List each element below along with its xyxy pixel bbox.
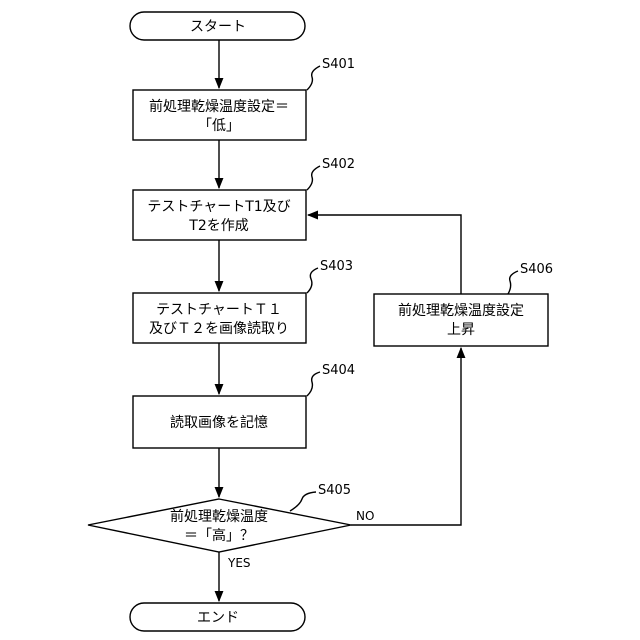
process-s404: 読取画像を記憶 xyxy=(133,396,306,448)
s404-leader xyxy=(307,372,320,396)
s405-line-2: ＝「高」？ xyxy=(184,527,254,544)
s402-line-2: T2を作成 xyxy=(188,218,248,234)
step-id-s405: S405 xyxy=(318,483,351,498)
s403-line-2: 及びＴ２を画像読取り xyxy=(149,320,289,337)
start-label: スタート xyxy=(190,19,246,35)
arrow-no-to-s406 xyxy=(351,348,461,525)
s404-line-1: 読取画像を記憶 xyxy=(170,414,268,431)
process-s403: テストチャートＴ１ 及びＴ２を画像読取り xyxy=(133,293,306,343)
s401-line-2: 「低」 xyxy=(198,118,240,134)
step-id-s403: S403 xyxy=(320,259,353,274)
process-s402: テストチャートT1及び T2を作成 xyxy=(133,190,306,240)
step-id-s402: S402 xyxy=(322,157,355,172)
decision-s405: 前処理乾燥温度 ＝「高」？ xyxy=(88,499,351,552)
end-terminal: エンド xyxy=(130,603,305,631)
s402-line-1: テストチャートT1及び xyxy=(147,199,290,215)
arrow-s406-to-s402 xyxy=(308,215,461,294)
s406-line-1: 前処理乾燥温度設定 xyxy=(398,302,524,319)
start-terminal: スタート xyxy=(130,12,305,40)
s403-leader xyxy=(307,268,318,293)
end-label: エンド xyxy=(197,610,239,626)
s406-line-2: 上昇 xyxy=(447,322,475,338)
s402-leader xyxy=(307,166,320,190)
s403-line-1: テストチャートＴ１ xyxy=(156,302,282,318)
no-label: NO xyxy=(356,509,374,523)
s401-line-1: 前処理乾燥温度設定＝ xyxy=(149,98,289,115)
s401-leader xyxy=(307,66,320,90)
s405-line-1: 前処理乾燥温度 xyxy=(170,508,268,525)
s406-leader xyxy=(508,271,518,294)
s405-leader xyxy=(290,492,316,511)
yes-label: YES xyxy=(227,556,251,570)
step-id-s401: S401 xyxy=(322,57,355,72)
process-s406: 前処理乾燥温度設定 上昇 xyxy=(374,294,548,346)
process-s401: 前処理乾燥温度設定＝ 「低」 xyxy=(133,90,306,140)
step-id-s406: S406 xyxy=(520,262,553,277)
step-id-s404: S404 xyxy=(322,363,355,378)
